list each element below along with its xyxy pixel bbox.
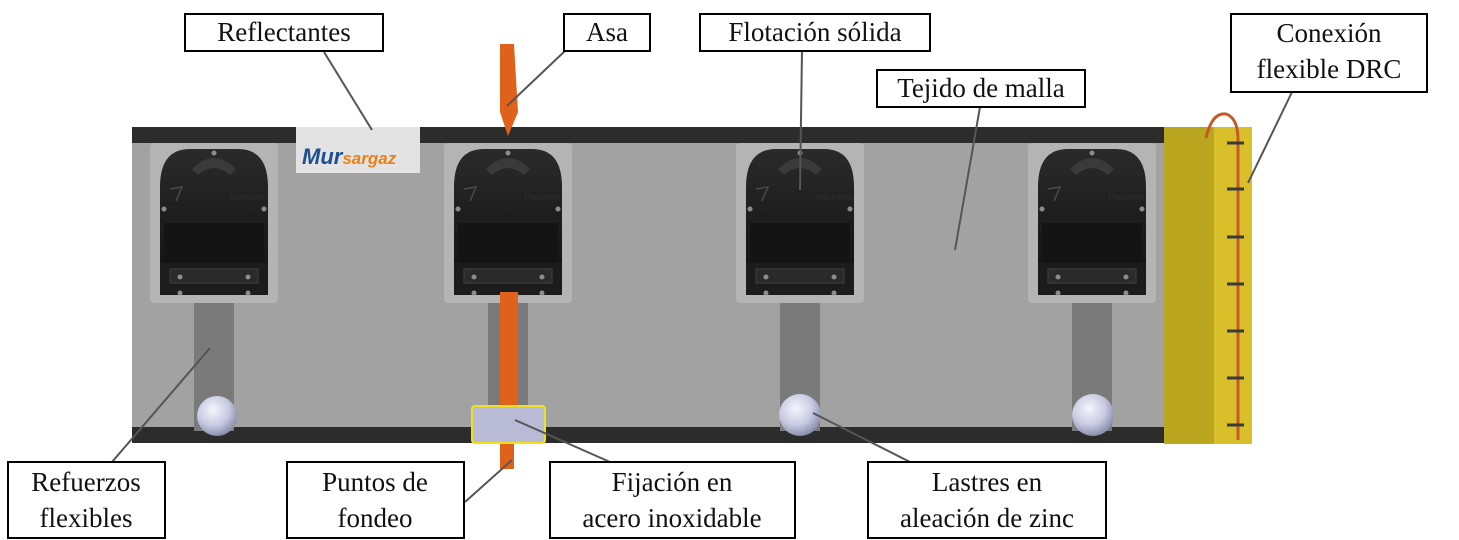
svg-text:Flotación sólida: Flotación sólida	[728, 17, 901, 47]
svg-text:Conexión: Conexión	[1277, 18, 1382, 48]
svg-text:flexible DRC: flexible DRC	[1257, 54, 1402, 84]
float-unit: Markleen	[149, 142, 279, 432]
svg-text:Refuerzos: Refuerzos	[31, 467, 140, 497]
svg-text:acero inoxidable: acero inoxidable	[582, 503, 761, 533]
svg-text:Markleen: Markleen	[230, 192, 267, 202]
svg-text:Reflectantes: Reflectantes	[217, 17, 350, 47]
label-asa: Asa	[563, 13, 651, 52]
svg-text:Lastres en: Lastres en	[932, 467, 1043, 497]
handle-top	[500, 44, 518, 136]
leader-fijacion	[514, 419, 611, 463]
mesh-fabric	[132, 127, 1164, 443]
label-puntos: Puntos de fondeo	[286, 461, 465, 539]
float-unit: Markleen	[443, 142, 573, 432]
leader-flotacion	[799, 49, 803, 191]
svg-text:Puntos de: Puntos de	[322, 467, 428, 497]
leader-reflectantes	[323, 51, 373, 131]
svg-text:Markleen: Markleen	[816, 192, 853, 202]
ballast-weight	[779, 394, 821, 436]
reflective-strip: Mursargaz	[296, 127, 420, 173]
label-reflectantes: Reflectantes	[184, 13, 384, 52]
svg-text:Tejido de malla: Tejido de malla	[897, 73, 1065, 103]
leader-puntos	[464, 459, 513, 503]
svg-text:flexibles: flexibles	[40, 503, 133, 533]
svg-text:aleación de zinc: aleación de zinc	[900, 503, 1074, 533]
boom-body	[132, 127, 1164, 443]
svg-text:Markleen: Markleen	[1108, 192, 1145, 202]
leader-tejido	[954, 106, 981, 251]
svg-text:fondeo: fondeo	[338, 503, 413, 533]
svg-text:Asa: Asa	[586, 17, 628, 47]
bottom-border-band	[132, 427, 1164, 443]
brand-logo: Mursargaz	[302, 144, 397, 169]
drc-connector	[1164, 112, 1252, 444]
leader-asa	[506, 49, 567, 107]
label-flotacion: Flotación sólida	[699, 13, 931, 52]
svg-text:Markleen: Markleen	[524, 192, 561, 202]
leader-refuerzos	[111, 347, 211, 463]
leader-lastres	[812, 412, 911, 463]
float-unit: Markleen	[1027, 142, 1157, 432]
ballast-weight	[197, 396, 237, 436]
svg-text:Fijación en: Fijación en	[612, 467, 733, 497]
top-border-band	[132, 127, 1164, 143]
leader-lines	[111, 49, 1293, 503]
label-fijacion: Fijación en acero inoxidable	[549, 461, 796, 539]
fixing-plate	[471, 405, 546, 444]
ballast-weight	[1072, 394, 1114, 436]
leader-conexion	[1247, 91, 1293, 184]
float-unit: Markleen	[735, 142, 865, 432]
label-conexion: Conexión flexible DRC	[1230, 13, 1428, 93]
label-lastres: Lastres en aleación de zinc	[867, 461, 1107, 539]
label-tejido: Tejido de malla	[876, 69, 1086, 108]
label-refuerzos: Refuerzos flexibles	[7, 461, 166, 539]
